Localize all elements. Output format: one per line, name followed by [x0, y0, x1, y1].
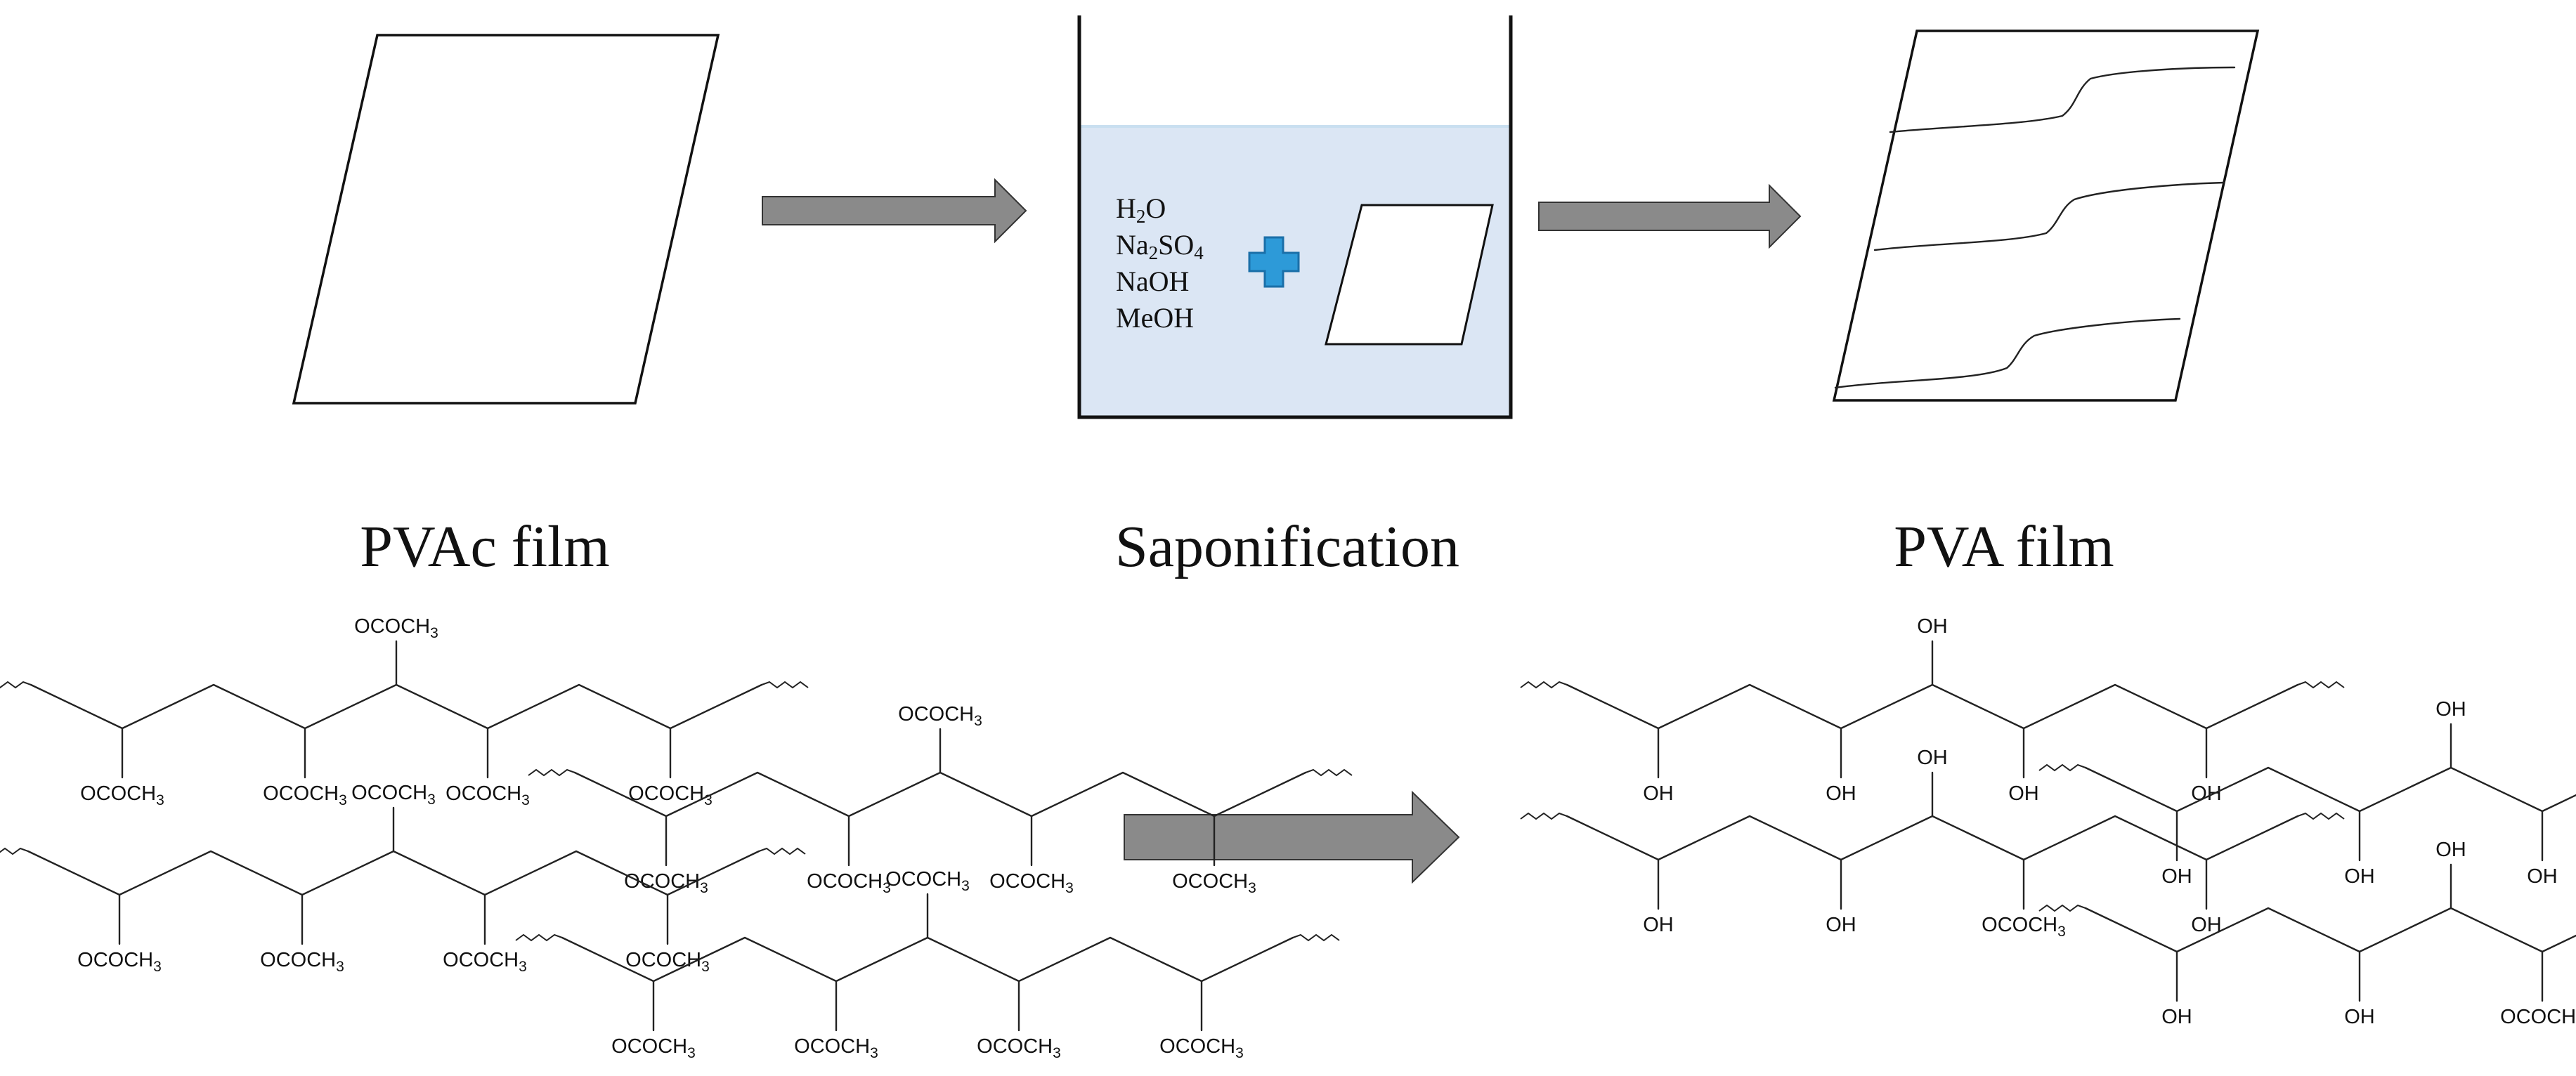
- reagent-water: H2O: [1116, 192, 1166, 227]
- chain-continuation-left: [528, 768, 575, 777]
- hydroxyl-group-label: OH: [2344, 865, 2375, 888]
- backbone-bond: [1566, 683, 2299, 730]
- acetate-group-label: OCOCH3: [794, 1035, 878, 1061]
- acetate-group-label: OCOCH3: [77, 949, 162, 975]
- acetate-group-label: OCOCH3: [977, 1035, 1061, 1061]
- saponification-bath: H2O Na2SO4 NaOH MeOH: [1077, 15, 1513, 419]
- immersed-film-sheet: [1325, 204, 1494, 346]
- reagent-methanol: MeOH: [1116, 302, 1194, 334]
- caption-pvac-film: PVAc film: [360, 514, 609, 579]
- chain-continuation-right: [1305, 768, 1353, 777]
- crease-line-1: [1889, 66, 2236, 133]
- acetate-group-label: OCOCH3: [885, 868, 970, 894]
- pva-film-sheet: [1832, 29, 2260, 402]
- hydroxyl-group-label: OH: [2161, 865, 2192, 888]
- hydroxyl-group-label: OH: [1643, 782, 1674, 805]
- chain-continuation-right: [758, 847, 806, 855]
- backbone-bond: [2084, 907, 2576, 953]
- pvac-film-sheet: [292, 34, 720, 405]
- chain-continuation-left: [0, 681, 32, 689]
- chain-continuation-right: [2297, 681, 2345, 689]
- chain-continuation-right: [761, 681, 809, 689]
- acetate-group-label: OCOCH3: [628, 782, 713, 808]
- backbone-bond: [2084, 766, 2576, 813]
- chain-continuation-left: [1520, 812, 1568, 820]
- acetate-group-label: OCOCH3: [1159, 1035, 1244, 1061]
- acetate-group-label: OCOCH3: [260, 949, 344, 975]
- hydroxyl-group-label: OH: [2161, 1006, 2192, 1028]
- hydroxyl-group-label: OH: [2527, 865, 2558, 888]
- hydroxyl-group-label: OH: [2008, 782, 2039, 805]
- polymer-chain-7: OH OH OCOCH3 OH OH: [1520, 747, 2345, 940]
- acetate-group-label: OCOCH3: [354, 615, 438, 641]
- plus-icon: [1248, 236, 1300, 288]
- chain-continuation-right: [2297, 812, 2345, 820]
- polymer-chain-6: OH OH OH OH OH: [2038, 698, 2576, 888]
- reagent-sodium-sulfate: Na2SO4: [1116, 229, 1204, 263]
- chain-continuation-left: [515, 933, 563, 942]
- caption-pva-film: PVA film: [1894, 514, 2114, 579]
- backbone-bond: [1566, 815, 2299, 861]
- hydroxyl-group-label: OH: [2435, 698, 2466, 721]
- polymer-chain-8: OH OH OCOCH3 OH OH: [2038, 839, 2576, 1032]
- hydroxyl-group-label: OH: [1917, 747, 1948, 769]
- chain-continuation-left: [2038, 763, 2086, 772]
- crease-line-3: [1834, 317, 2181, 389]
- acetate-group-label: OCOCH3: [2500, 1006, 2576, 1032]
- acetate-group-label: OCOCH3: [624, 870, 708, 896]
- acetate-group-label: OCOCH3: [443, 949, 527, 975]
- hydroxyl-group-label: OH: [1826, 914, 1856, 936]
- acetate-group-label: OCOCH3: [80, 782, 164, 808]
- crease-line-2: [1873, 181, 2225, 251]
- hydroxyl-group-label: OH: [1826, 782, 1856, 805]
- hydroxyl-group-label: OH: [1643, 914, 1674, 936]
- acetate-group-label: OCOCH3: [1172, 870, 1256, 896]
- chain-continuation-right: [1292, 933, 1340, 942]
- acetate-group-label: OCOCH3: [445, 782, 530, 808]
- acetate-group-label: OCOCH3: [1982, 914, 2066, 940]
- caption-saponification: Saponification: [1115, 514, 1459, 579]
- arrow-right-icon: [762, 178, 1027, 244]
- reaction-arrow-icon: [1124, 790, 1460, 884]
- acetate-group-label: OCOCH3: [351, 782, 436, 808]
- hydroxyl-group-label: OH: [2435, 839, 2466, 861]
- acetate-group-label: OCOCH3: [989, 870, 1074, 896]
- acetate-group-label: OCOCH3: [611, 1035, 696, 1061]
- chain-continuation-left: [0, 847, 29, 855]
- polymer-chain-5: OH OH OH OH OH: [1520, 615, 2345, 805]
- acetate-group-label: OCOCH3: [625, 949, 710, 975]
- backbone-bond: [30, 683, 763, 730]
- hydroxyl-group-label: OH: [2344, 1006, 2375, 1028]
- acetate-group-label: OCOCH3: [898, 703, 982, 729]
- hydroxyl-group-label: OH: [1917, 615, 1948, 638]
- reagent-sodium-hydroxide: NaOH: [1116, 265, 1189, 297]
- chain-continuation-left: [1520, 681, 1568, 689]
- acetate-group-label: OCOCH3: [807, 870, 891, 896]
- acetate-group-label: OCOCH3: [263, 782, 347, 808]
- chain-continuation-left: [2038, 904, 2086, 912]
- arrow-right-icon-2: [1538, 183, 1802, 249]
